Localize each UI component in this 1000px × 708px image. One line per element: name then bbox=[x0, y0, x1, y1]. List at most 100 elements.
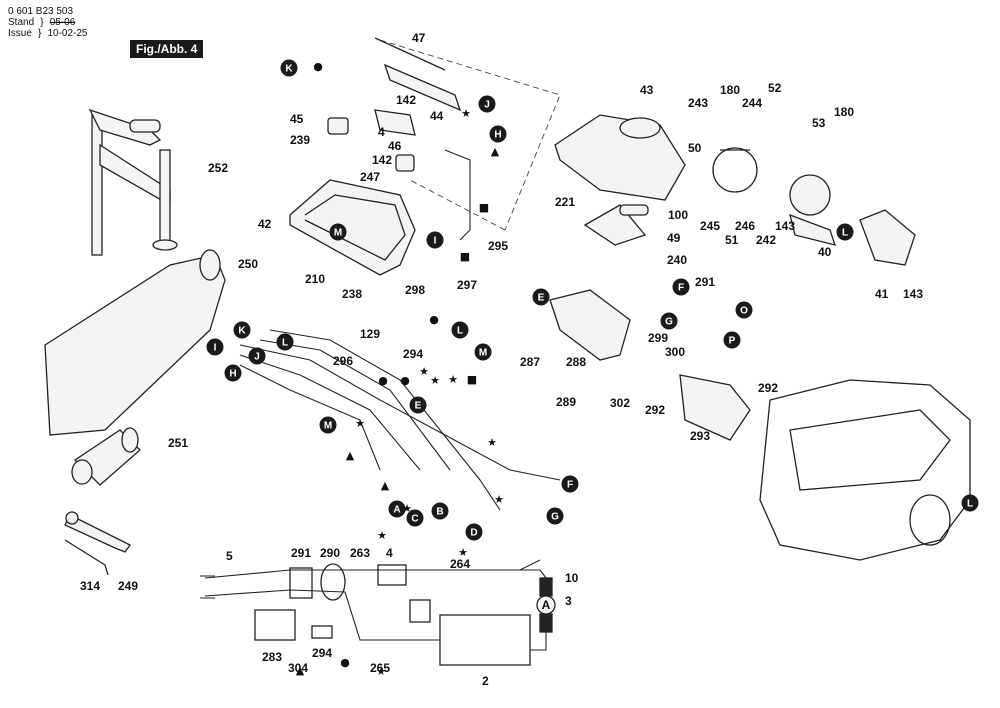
plate-part-293 bbox=[679, 374, 751, 441]
part-label-43: 43 bbox=[640, 83, 654, 97]
part-label-221: 221 bbox=[555, 195, 575, 209]
symbol-star: ★ bbox=[494, 493, 504, 506]
symbol-star: ★ bbox=[377, 529, 387, 542]
svg-text:G: G bbox=[551, 512, 559, 523]
part-label-263: 263 bbox=[350, 546, 370, 560]
svg-text:K: K bbox=[285, 64, 293, 75]
symbol-triangle: ▲ bbox=[381, 479, 390, 492]
part-label-180: 180 bbox=[834, 105, 854, 119]
svg-text:L: L bbox=[457, 326, 463, 337]
motor-label: A bbox=[542, 598, 551, 612]
assembly-dash-mid bbox=[409, 179, 506, 231]
part-label-294: 294 bbox=[403, 347, 423, 361]
part-label-290: 290 bbox=[320, 546, 340, 560]
part-label-239: 239 bbox=[290, 133, 310, 147]
ref-marker-L: L bbox=[836, 223, 854, 241]
part-label-53: 53 bbox=[812, 116, 826, 130]
issue-label: Issue bbox=[8, 28, 32, 39]
ref-marker-K: K bbox=[233, 321, 251, 339]
svg-text:O: O bbox=[740, 306, 748, 317]
symbol-star: ★ bbox=[458, 546, 468, 559]
ref-marker-F: F bbox=[672, 278, 690, 296]
allen-key-part-314 bbox=[64, 539, 109, 576]
ref-marker-J: J bbox=[248, 347, 266, 365]
circuit-schematic bbox=[200, 559, 556, 666]
ref-marker-O: O bbox=[735, 301, 753, 319]
part-label-5: 5 bbox=[226, 549, 233, 563]
part-label-41: 41 bbox=[875, 287, 889, 301]
svg-text:J: J bbox=[254, 352, 260, 363]
ref-marker-H: H bbox=[489, 125, 507, 143]
part-label-100: 100 bbox=[668, 208, 688, 222]
clamp-ring-part-50 bbox=[712, 147, 758, 193]
part-label-304: 304 bbox=[288, 661, 308, 675]
svg-text:I: I bbox=[214, 343, 217, 354]
ref-marker-G: G bbox=[660, 312, 678, 330]
symbol-star: ★ bbox=[461, 107, 471, 120]
header-block: 0 601 B23 503 Stand } 05-06 Issue } 10-0… bbox=[8, 6, 88, 39]
ref-marker-P: P bbox=[723, 331, 741, 349]
wheel-part-46 bbox=[395, 154, 415, 172]
svg-text:E: E bbox=[415, 401, 422, 412]
svg-text:G: G bbox=[665, 317, 673, 328]
svg-text:P: P bbox=[729, 336, 736, 347]
part-label-244: 244 bbox=[742, 96, 762, 110]
svg-text:L: L bbox=[842, 228, 848, 239]
part-label-4: 4 bbox=[386, 546, 393, 560]
part-label-143: 143 bbox=[903, 287, 923, 301]
ref-marker-I: I bbox=[206, 338, 224, 356]
svg-text:I: I bbox=[434, 236, 437, 247]
part-label-296: 296 bbox=[333, 354, 353, 368]
part-label-264: 264 bbox=[450, 557, 470, 571]
part-label-249: 249 bbox=[118, 579, 138, 593]
part-label-297: 297 bbox=[457, 278, 477, 292]
part-label-283: 283 bbox=[262, 650, 282, 664]
ref-marker-A: A bbox=[388, 500, 406, 518]
part-label-245: 245 bbox=[700, 219, 720, 233]
symbol-triangle: ▲ bbox=[296, 664, 305, 677]
svg-text:H: H bbox=[494, 130, 501, 141]
part-label-292: 292 bbox=[758, 381, 778, 395]
bracket-part-41 bbox=[859, 209, 916, 266]
part-label-2: 2 bbox=[482, 674, 489, 688]
part-label-291: 291 bbox=[291, 546, 311, 560]
svg-text:L: L bbox=[967, 499, 973, 510]
clamp-part-40 bbox=[789, 174, 836, 246]
part-label-47: 47 bbox=[412, 31, 426, 45]
symbol-star: ★ bbox=[376, 665, 386, 678]
part-label-287: 287 bbox=[520, 355, 540, 369]
knob-part-45 bbox=[327, 117, 349, 135]
plate-part-288 bbox=[549, 289, 631, 361]
wrench-part-249 bbox=[64, 511, 131, 553]
svg-text:D: D bbox=[470, 528, 477, 539]
part-label-302: 302 bbox=[610, 396, 630, 410]
part-number-labels: 4714244446142452392474221023825225025131… bbox=[80, 31, 923, 688]
svg-text:A: A bbox=[393, 505, 400, 516]
symbol-dot: ● bbox=[400, 374, 410, 387]
symbol-star: ★ bbox=[448, 373, 458, 386]
part-label-238: 238 bbox=[342, 287, 362, 301]
legend-symbol-markers: ●★▲■■●●★★■★▲▲★★★★★▲●★●★ bbox=[296, 60, 504, 678]
part-label-180: 180 bbox=[720, 83, 740, 97]
symbol-triangle: ▲ bbox=[346, 449, 355, 462]
part-label-265: 265 bbox=[370, 661, 390, 675]
symbol-star: ★ bbox=[402, 502, 412, 515]
svg-text:C: C bbox=[411, 514, 418, 525]
symbol-dot: ● bbox=[378, 374, 388, 387]
svg-text:B: B bbox=[436, 507, 443, 518]
part-label-298: 298 bbox=[405, 283, 425, 297]
guide-part-44 bbox=[374, 37, 462, 112]
symbol-dot: ● bbox=[313, 60, 323, 73]
figure-title: Fig./Abb. 4 bbox=[130, 40, 204, 58]
part-label-295: 295 bbox=[488, 239, 508, 253]
doc-number: 0 601 B23 503 bbox=[8, 6, 74, 17]
svg-text:J: J bbox=[484, 100, 490, 111]
ref-marker-M: M bbox=[329, 223, 347, 241]
symbol-star: ★ bbox=[430, 374, 440, 387]
ref-marker-J: J bbox=[478, 95, 496, 113]
part-label-299: 299 bbox=[648, 331, 668, 345]
ref-marker-D: D bbox=[465, 523, 483, 541]
switch-part-4 bbox=[374, 109, 416, 136]
part-label-252: 252 bbox=[208, 161, 228, 175]
